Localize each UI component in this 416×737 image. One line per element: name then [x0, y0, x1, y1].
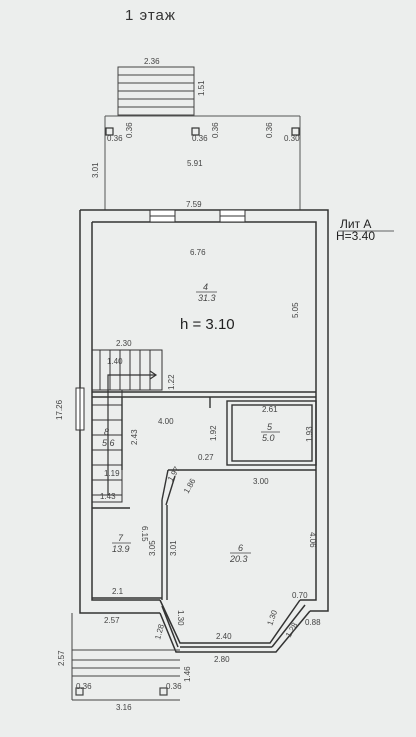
dim-col-r-a: 0.36 [265, 122, 274, 138]
dim-room7-depth: 6.15 [140, 526, 149, 542]
dim-steps-top-width: 2.36 [144, 57, 160, 66]
dim-door-c: 2.1 [112, 587, 124, 596]
dim-bay-outer: 2.80 [214, 655, 230, 664]
dim-wall-b: 3.01 [169, 540, 178, 556]
room-8-area: 5.6 [102, 438, 115, 448]
dim-overall-length: 17.26 [55, 399, 64, 420]
bottom-porch [71, 613, 180, 701]
outer-walls [79, 209, 329, 614]
terrace [104, 115, 301, 210]
lit-height: H=3.40 [336, 229, 375, 243]
dim-hall-depth: 2.43 [130, 429, 139, 445]
dim-col-r-b: 0.30 [284, 134, 300, 143]
room-4-area: 31.3 [198, 293, 216, 303]
dim-porch-step: 1.46 [183, 666, 192, 682]
dim-wall-total: 7.59 [186, 200, 202, 209]
dim-porch-width: 3.16 [116, 703, 132, 712]
dim-stair-b: 1.22 [167, 374, 176, 390]
dim-room6-width: 3.00 [253, 477, 269, 486]
dim-porch-col-a: 0.36 [76, 682, 92, 691]
room-6-number: 6 [238, 543, 243, 553]
dim-terrace-width: 5.91 [187, 159, 203, 168]
room-8-number: 8 [104, 427, 109, 437]
dim-hall-width: 4.00 [158, 417, 174, 426]
dim-bay-d: 1.28 [153, 623, 166, 641]
bay-window [159, 599, 311, 653]
dim-door-a: 1.92 [209, 425, 218, 441]
dim-porch-col-b: 0.36 [166, 682, 182, 691]
lit-label: Лит А [340, 217, 371, 231]
dim-wall-a: 3.05 [148, 540, 157, 556]
room-7-area: 13.9 [112, 544, 130, 554]
dim-col-l-b: 0.36 [125, 122, 134, 138]
room-5-area: 5.0 [262, 433, 275, 443]
dim-terrace-depth: 3.01 [91, 162, 100, 178]
dim-col-m-a: 0.36 [192, 134, 208, 143]
dim-room7-width: 2.57 [104, 616, 120, 625]
dim-stair-a: 1.40 [107, 357, 123, 366]
dim-porch-depth: 2.57 [57, 650, 66, 666]
terrace-columns [105, 127, 300, 136]
interior-walls [92, 391, 317, 600]
dim-col-l-a: 0.36 [107, 134, 123, 143]
room-5-number: 5 [267, 422, 273, 432]
left-window [75, 387, 85, 431]
ceiling-height: h = 3.10 [180, 316, 235, 333]
dim-stair-c: 1.19 [104, 469, 120, 478]
room-6-area: 20.3 [229, 554, 248, 564]
dim-bay-e: 2.40 [216, 632, 232, 641]
top-steps [117, 66, 195, 116]
room-7-number: 7 [118, 533, 124, 543]
top-window [149, 209, 246, 223]
dim-col-m-b: 0.36 [211, 122, 220, 138]
plan-title: 1 этаж [125, 7, 176, 24]
dim-room6-depth: 4.06 [308, 532, 317, 548]
dim-stair-d: 1.43 [100, 492, 116, 501]
dim-stair-width: 2.30 [116, 339, 132, 348]
room-4-number: 4 [203, 282, 208, 292]
dim-steps-top-depth: 1.51 [197, 80, 206, 96]
dim-bay-b: 0.88 [305, 618, 321, 627]
dim-room4-width: 6.76 [190, 248, 206, 257]
dim-bay-a: 0.70 [292, 591, 308, 600]
dim-room4-depth: 5.05 [291, 302, 300, 318]
dim-room5-width: 2.61 [262, 405, 278, 414]
dim-bay-c: 1.30 [176, 610, 185, 626]
dim-door-b: 0.27 [198, 453, 214, 462]
dim-room5-depth: 1.93 [305, 426, 314, 442]
staircase [91, 349, 163, 503]
